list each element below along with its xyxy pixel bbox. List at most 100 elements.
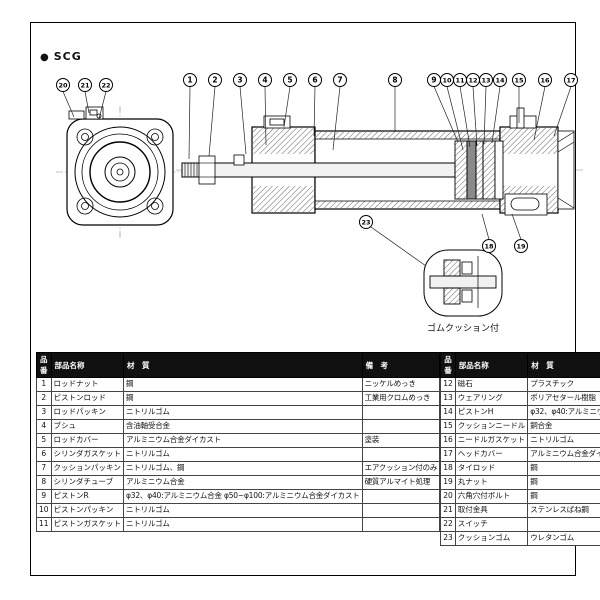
- material-cell: ニトリルゴム: [123, 447, 363, 462]
- remarks-cell: [361, 517, 441, 532]
- svg-text:4: 4: [262, 76, 267, 85]
- callout-17: 17: [564, 73, 578, 87]
- part-number-cell: 9: [36, 489, 52, 504]
- switch-bracket: [68, 110, 85, 120]
- svg-text:3: 3: [237, 76, 242, 85]
- part-number-cell: 10: [36, 503, 52, 518]
- header-part-name: 部品名称: [50, 352, 125, 378]
- piston-r: [454, 140, 468, 200]
- detail-label: ゴムクッション付: [427, 322, 499, 334]
- remarks-cell: [361, 405, 441, 420]
- series-heading: ●SCG: [40, 50, 82, 63]
- remarks-cell: [361, 447, 441, 462]
- part-number-cell: 11: [36, 517, 52, 532]
- svg-text:20: 20: [58, 82, 68, 90]
- table-row: 20六角穴付ボルト鋼亜鉛クロメート処理: [440, 489, 600, 504]
- callout-22: 22: [99, 78, 113, 92]
- callout-6: 6: [308, 73, 322, 87]
- svg-text:16: 16: [540, 77, 550, 85]
- svg-text:15: 15: [514, 77, 524, 85]
- flange-outline: [66, 118, 174, 226]
- svg-text:6: 6: [312, 76, 317, 85]
- remarks-cell: ニッケルめっき: [361, 377, 441, 392]
- callout-19: 19: [514, 239, 528, 253]
- callout-11: 11: [453, 73, 467, 87]
- header-part-name: 部品名称: [454, 352, 529, 378]
- material-cell: 鋼: [527, 461, 600, 476]
- header-material: 材 質: [527, 352, 600, 378]
- rod-circle: [104, 156, 136, 188]
- part-name-cell: ピストンR: [50, 489, 125, 504]
- header-part-number: 品番: [440, 352, 456, 378]
- material-cell: [527, 517, 600, 532]
- cushion-rubber: [443, 287, 461, 305]
- material-cell: ニトリルゴム: [123, 405, 363, 420]
- material-cell: φ32、φ40:アルミニウム合金 φ50~φ100:アルミニウム合金ダイカスト: [123, 489, 363, 504]
- part-name-cell: ブシュ: [50, 419, 125, 434]
- wear-ring: [475, 140, 484, 200]
- material-cell: ステンレスばね鋼: [527, 503, 600, 518]
- header-remarks: 備 考: [361, 352, 441, 378]
- callout-10: 10: [440, 73, 454, 87]
- material-cell: ニトリルゴム: [527, 433, 600, 448]
- part-number-cell: 21: [440, 503, 456, 518]
- part-name-cell: 六角穴付ボルト: [454, 489, 529, 504]
- page-border-frame: [30, 22, 576, 576]
- part-name-cell: ロッドナット: [50, 377, 125, 392]
- part-name-cell: クッションニードル: [454, 419, 529, 434]
- callout-1: 1: [183, 73, 197, 87]
- front-view: [56, 106, 184, 238]
- table-header-row: 品番 部品名称 材 質 備 考: [440, 352, 600, 378]
- part-name-cell: ニードルガスケット: [454, 433, 529, 448]
- material-cell: ポリアセタール樹脂: [527, 391, 600, 406]
- part-name-cell: 丸ナット: [454, 475, 529, 490]
- remarks-cell: エアクッション付のみ: [361, 461, 441, 476]
- callout-9: 9: [427, 73, 441, 87]
- part-number-cell: 22: [440, 517, 456, 532]
- material-cell: アルミニウム合金ダイカスト: [527, 447, 600, 462]
- part-name-cell: タイロッド: [454, 461, 529, 476]
- svg-text:17: 17: [566, 77, 575, 85]
- part-number-cell: 8: [36, 475, 52, 490]
- table-header-row: 品番 部品名称 材 質 備 考: [36, 352, 441, 378]
- part-name-cell: ピストンパッキン: [50, 503, 125, 518]
- part-number-cell: 12: [440, 377, 456, 392]
- material-cell: 鋼: [527, 475, 600, 490]
- table-row: 17ヘッドカバーアルミニウム合金ダイカスト塗装: [440, 447, 600, 462]
- detail-view: ゴムクッション付: [423, 249, 503, 334]
- callout-20: 20: [56, 78, 70, 92]
- remarks-cell: [361, 489, 441, 504]
- callout-18: 18: [482, 239, 496, 253]
- material-cell: 鋼: [527, 489, 600, 504]
- part-number-cell: 20: [440, 489, 456, 504]
- table-row: 19丸ナット鋼亜鉛クロメート処理: [440, 475, 600, 490]
- remarks-cell: 工業用クロムめっき: [361, 391, 441, 406]
- svg-text:1: 1: [187, 76, 192, 85]
- part-name-cell: クッションパッキン: [50, 461, 125, 476]
- callout-13: 13: [479, 73, 493, 87]
- callout-14: 14: [493, 73, 507, 87]
- rod-packing: [233, 154, 245, 166]
- part-name-cell: ウェアリング: [454, 391, 529, 406]
- material-cell: ニトリルゴム: [123, 503, 363, 518]
- part-name-cell: ピストンH: [454, 405, 529, 420]
- part-number-cell: 16: [440, 433, 456, 448]
- piston-rod: [181, 162, 456, 178]
- svg-text:19: 19: [516, 243, 526, 251]
- part-name-cell: シリンダチューブ: [50, 475, 125, 490]
- svg-text:14: 14: [495, 77, 505, 85]
- piston-gasket: [494, 140, 504, 200]
- side-view: [176, 107, 584, 216]
- end-bracket: [557, 130, 575, 210]
- callout-2: 2: [208, 73, 222, 87]
